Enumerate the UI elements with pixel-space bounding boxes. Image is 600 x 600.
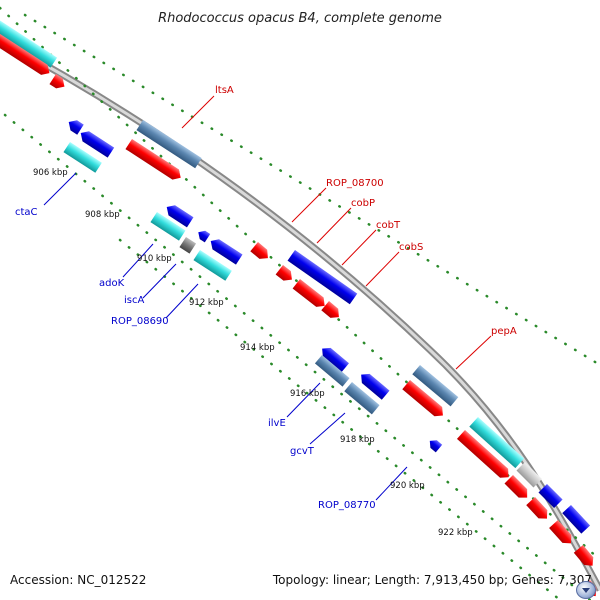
gene-box-cyan[interactable] xyxy=(0,13,58,68)
tick-label: 916 kbp xyxy=(290,389,325,399)
gene-arrow-red-cobP[interactable] xyxy=(275,265,296,284)
reverse-dot-track xyxy=(3,113,592,600)
tick-label: 922 kbp xyxy=(438,528,473,538)
gene-label-cobS[interactable]: cobS xyxy=(399,242,423,253)
topology-text: Topology: linear; Length: 7,913,450 bp; … xyxy=(272,573,592,587)
position-tick-labels: 906 kbp 908 kbp 910 kbp 912 kbp 914 kbp … xyxy=(33,168,473,538)
gene-label-cobT[interactable]: cobT xyxy=(376,220,401,231)
tick-label: 918 kbp xyxy=(340,435,375,445)
gene-label-pepA[interactable]: pepA xyxy=(491,326,517,337)
tick-label: 920 kbp xyxy=(390,481,425,491)
gene-box-blue[interactable] xyxy=(562,505,591,534)
gene-label-adoK[interactable]: adoK xyxy=(99,278,125,289)
gene-arrow-blue[interactable] xyxy=(163,202,194,228)
tick-label: 906 kbp xyxy=(33,168,68,178)
tick-label: 912 kbp xyxy=(189,298,224,308)
gene-arrow-red[interactable] xyxy=(526,497,551,523)
reverse-callout-lines xyxy=(43,172,408,501)
gene-arrow-red[interactable] xyxy=(0,30,53,78)
gene-label-ROP_08690[interactable]: ROP_08690 xyxy=(111,316,169,327)
gene-box-blue[interactable] xyxy=(538,484,563,509)
gene-arrow-blue[interactable] xyxy=(207,236,243,265)
gene-box-steel-ilvE[interactable] xyxy=(314,355,350,387)
gene-arrow-red[interactable] xyxy=(504,475,532,502)
gene-arrow-blue[interactable] xyxy=(65,117,84,135)
gene-box-cyan[interactable] xyxy=(469,417,525,469)
gene-box-cyan[interactable] xyxy=(150,212,186,241)
gene-label-ROP_08770[interactable]: ROP_08770 xyxy=(318,500,376,511)
gene-arrow-blue[interactable] xyxy=(77,128,115,158)
forward-gene-labels: ltsA ROP_08700 cobP cobT cobS pepA xyxy=(215,85,517,337)
gene-box-steel-gcvT[interactable] xyxy=(344,382,380,415)
gene-arrow-blue[interactable] xyxy=(357,370,390,400)
tick-label: 910 kbp xyxy=(137,254,172,264)
genome-backbone xyxy=(0,36,600,592)
gene-arrow-blue-adoK[interactable] xyxy=(196,228,211,243)
tick-label: 908 kbp xyxy=(85,210,120,220)
forward-gene-track xyxy=(0,13,597,597)
gene-label-cobP[interactable]: cobP xyxy=(351,198,375,209)
gene-arrow-blue-ROP_08770[interactable] xyxy=(427,437,443,453)
map-title: Rhodococcus opacus B4, complete genome xyxy=(158,11,442,26)
gene-label-iscA[interactable]: iscA xyxy=(124,295,144,306)
reverse-gene-labels: ctaC adoK iscA ROP_08690 ilvE gcvT ROP_0… xyxy=(15,207,376,511)
reverse-gene-track xyxy=(63,117,443,453)
tick-track-dots xyxy=(0,6,600,600)
gene-label-ltsA[interactable]: ltsA xyxy=(215,85,234,96)
gene-arrow-red[interactable] xyxy=(49,74,67,92)
pan-down-icon[interactable] xyxy=(576,581,596,599)
tick-label: 914 kbp xyxy=(240,343,275,353)
gene-arrow-blue[interactable] xyxy=(318,344,349,373)
gene-box-cyan-ctaC[interactable] xyxy=(63,142,102,173)
gene-label-gcvT[interactable]: gcvT xyxy=(290,446,315,457)
gene-box-gray-iscA[interactable] xyxy=(179,237,197,254)
gene-arrow-red[interactable] xyxy=(125,139,184,183)
gene-box-blue-cobT[interactable] xyxy=(287,250,358,305)
gene-arrow-red[interactable] xyxy=(402,380,446,420)
gene-arrow-red[interactable] xyxy=(321,301,343,322)
gene-box-cyan-ROP_08690[interactable] xyxy=(193,250,232,281)
gene-arrow-red[interactable] xyxy=(456,430,513,482)
gene-box-steel-pepA[interactable] xyxy=(412,365,459,407)
gene-label-ctaC[interactable]: ctaC xyxy=(15,207,38,218)
gene-arrow-red[interactable] xyxy=(549,520,575,547)
gene-arrow-red-ROP_08700[interactable] xyxy=(250,242,272,263)
gene-box-lightgray[interactable] xyxy=(516,462,542,488)
gene-label-ilvE[interactable]: ilvE xyxy=(268,418,286,429)
accession-text: Accession: NC_012522 xyxy=(10,573,147,587)
gene-label-ROP_08700[interactable]: ROP_08700 xyxy=(326,178,384,189)
gene-box-steel-ltsA[interactable] xyxy=(136,120,202,169)
forward-callout-lines xyxy=(181,95,492,370)
forward-dot-track-outer xyxy=(23,13,600,367)
gene-arrow-red[interactable] xyxy=(573,545,597,570)
gene-arrow-red-cobS[interactable] xyxy=(292,279,329,311)
